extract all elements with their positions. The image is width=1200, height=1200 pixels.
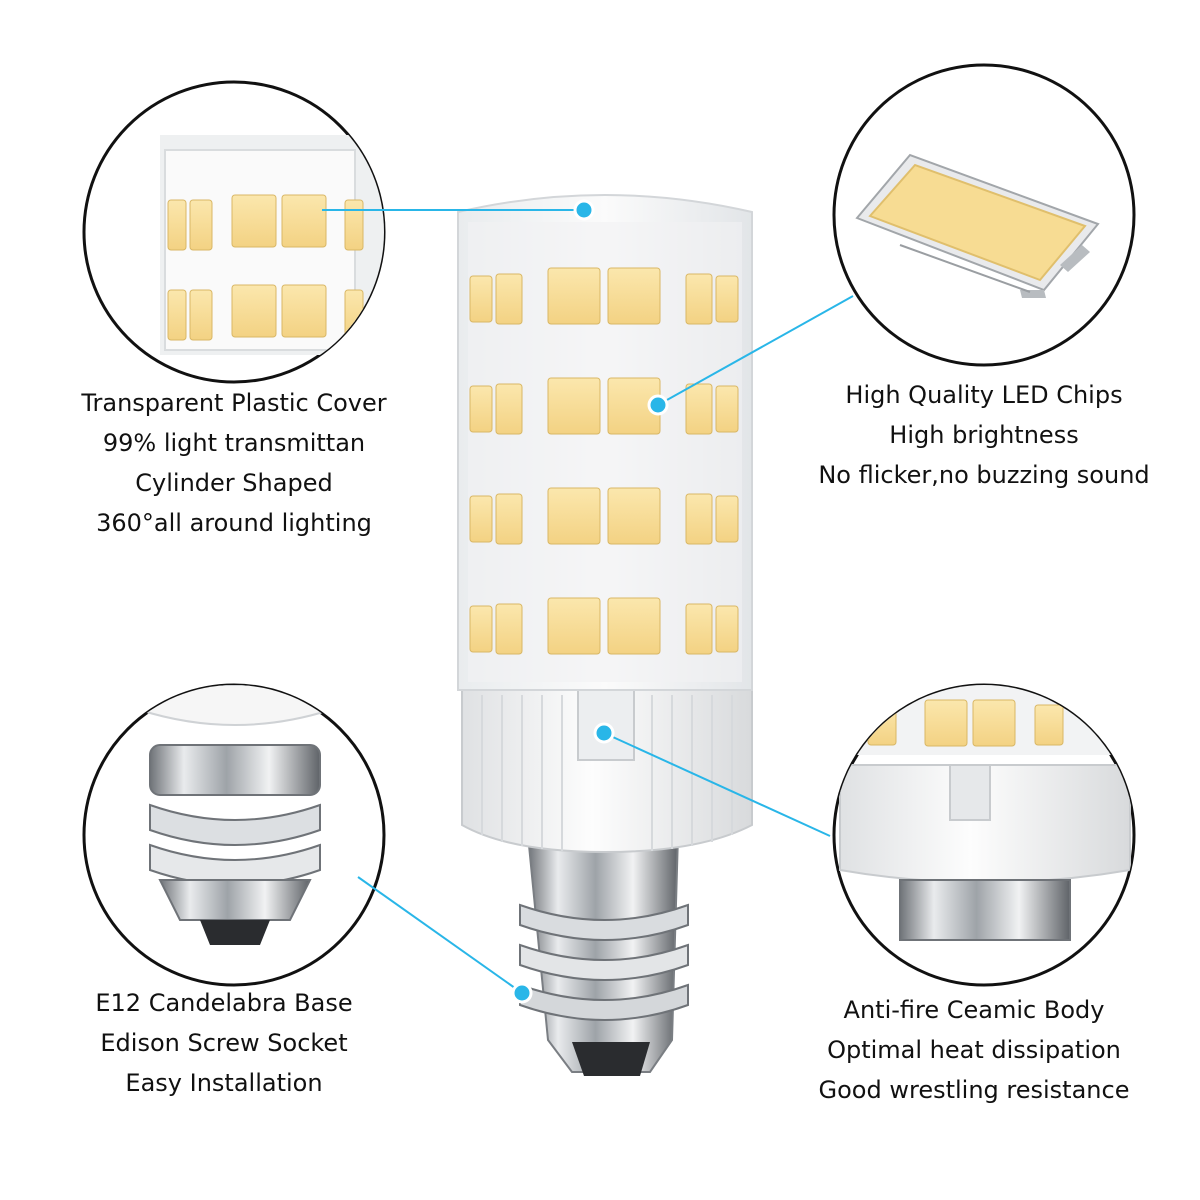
led-chip <box>685 493 713 545</box>
chips-connector-dot <box>647 394 669 416</box>
cover-caption-line-4: 360°all around lighting <box>96 509 372 537</box>
chips-caption-line-2: High brightness <box>889 421 1079 449</box>
body-caption: Anti-fire Ceamic Body Optimal heat dissi… <box>774 990 1174 1110</box>
led-chip <box>495 273 523 325</box>
led-chip <box>281 284 327 338</box>
led-chip-closeup <box>855 153 1100 298</box>
led-chip <box>685 383 713 435</box>
led-chip <box>685 603 713 655</box>
led-chip-array <box>469 267 739 655</box>
led-chip <box>607 487 661 545</box>
led-chip <box>469 605 493 653</box>
led-chip <box>344 199 364 251</box>
chip-detail-circle <box>832 63 1136 367</box>
led-chip <box>685 273 713 325</box>
led-chip <box>167 199 187 251</box>
led-chip <box>547 597 601 655</box>
led-chip <box>189 289 213 341</box>
cover-detail-circle <box>82 80 386 384</box>
corn-bulb <box>457 194 753 1076</box>
led-chip <box>469 495 493 543</box>
base-connector-line <box>357 876 523 994</box>
led-chip <box>715 495 739 543</box>
body-caption-line-3: Good wrestling resistance <box>818 1076 1130 1104</box>
cover-caption-line-3: Cylinder Shaped <box>135 469 333 497</box>
led-chip <box>469 385 493 433</box>
led-chip <box>715 385 739 433</box>
led-chip <box>547 267 601 325</box>
led-chip <box>495 603 523 655</box>
chips-caption: High Quality LED Chips High brightness N… <box>784 375 1184 495</box>
body-detail-chips <box>867 699 1064 747</box>
led-chip <box>167 289 187 341</box>
led-chip <box>924 699 968 747</box>
chips-caption-line-1: High Quality LED Chips <box>845 381 1123 409</box>
led-chip <box>607 267 661 325</box>
base-caption-line-3: Easy Installation <box>125 1069 323 1097</box>
led-chip <box>715 275 739 323</box>
ceramic-body <box>461 689 753 854</box>
body-caption-line-2: Optimal heat dissipation <box>827 1036 1121 1064</box>
chips-connector-line <box>657 295 854 406</box>
led-chip <box>495 383 523 435</box>
led-chip <box>607 597 661 655</box>
cover-caption-line-2: 99% light transmittan <box>102 429 366 457</box>
led-chip <box>547 377 601 435</box>
chips-caption-line-3: No flicker,no buzzing sound <box>818 461 1150 489</box>
led-chip <box>231 284 277 338</box>
led-chip <box>231 194 277 248</box>
base-connector-dot <box>511 982 533 1004</box>
led-chip <box>1034 704 1064 746</box>
base-caption: E12 Candelabra Base Edison Screw Socket … <box>24 983 424 1103</box>
body-connector-dot <box>593 722 615 744</box>
led-chip <box>547 487 601 545</box>
led-chip <box>281 194 327 248</box>
cover-caption: Transparent Plastic Cover 99% light tran… <box>34 383 434 543</box>
body-detail-circle <box>832 683 1136 987</box>
led-chip <box>189 199 213 251</box>
screw-base-closeup <box>139 685 331 945</box>
cover-connector-dot <box>573 199 595 221</box>
base-detail-circle <box>82 683 386 987</box>
base-caption-line-1: E12 Candelabra Base <box>95 989 353 1017</box>
body-caption-line-1: Anti-fire Ceamic Body <box>843 996 1105 1024</box>
connector-lines <box>322 199 854 1004</box>
body-connector-line <box>603 732 831 837</box>
ceramic-body-closeup <box>839 685 1131 941</box>
led-chip <box>469 275 493 323</box>
screw-base <box>519 834 689 1076</box>
cover-caption-line-1: Transparent Plastic Cover <box>81 389 387 417</box>
led-chip <box>715 605 739 653</box>
base-caption-line-2: Edison Screw Socket <box>100 1029 348 1057</box>
led-chip <box>495 493 523 545</box>
led-chip <box>972 699 1016 747</box>
cover-detail-chips <box>167 194 364 341</box>
